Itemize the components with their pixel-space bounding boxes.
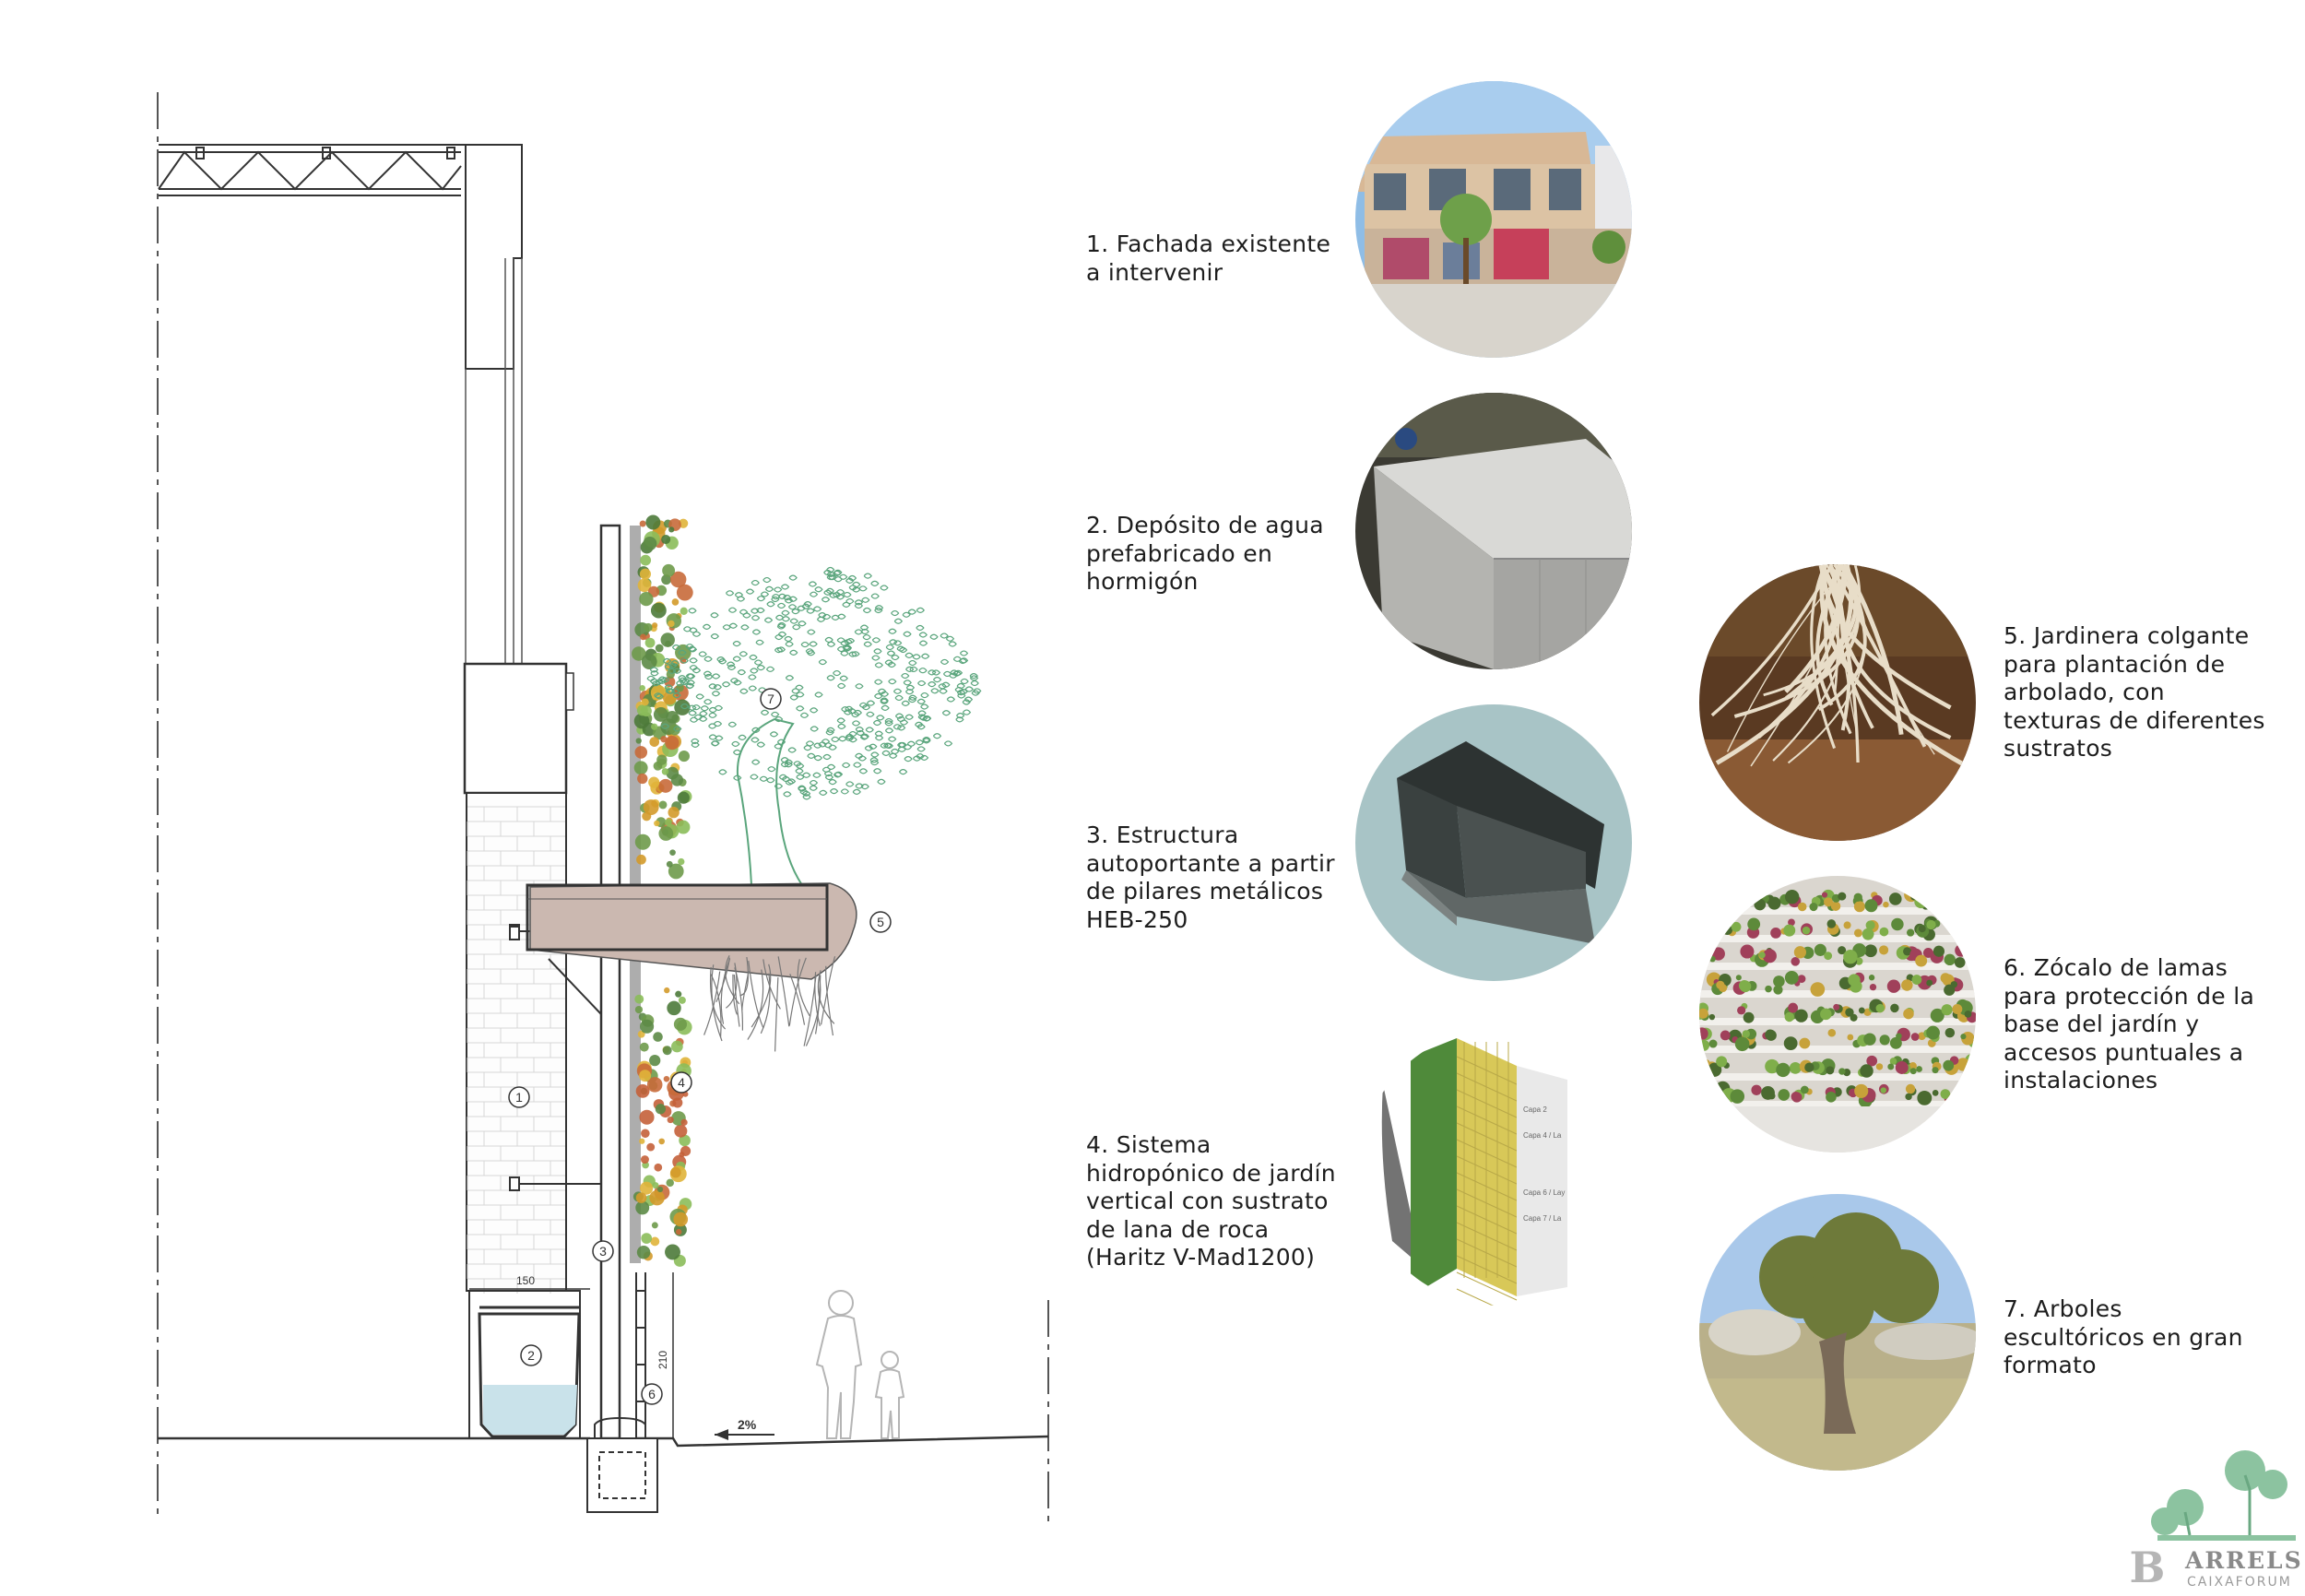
- svg-text:1: 1: [515, 1090, 523, 1105]
- legend-item-7: 7. Arboles escultóricos en gran formato: [2004, 1295, 2243, 1378]
- drain-pit: [586, 1416, 658, 1513]
- legend-item-3: 3. Estructura autoportante a partir de p…: [1086, 822, 1335, 933]
- vertical-garden: [630, 514, 693, 1267]
- callout-5: 5: [869, 911, 892, 933]
- planted-louvers-photo: [1699, 876, 1976, 1153]
- svg-text:3: 3: [599, 1244, 607, 1259]
- logo-brand: ARRELS: [2185, 1547, 2303, 1574]
- tree-illustration: [646, 566, 982, 886]
- slope-arrow: 2%: [715, 1417, 774, 1440]
- dimension-150: 150: [469, 1274, 590, 1290]
- steel-column: [599, 524, 621, 1440]
- layer-label-capa6: Capa 6 / Lay: [1523, 1188, 1565, 1197]
- svg-text:2: 2: [527, 1348, 535, 1363]
- floor-slab: [463, 662, 568, 795]
- logo-subtitle: CAIXAFORUM: [2187, 1575, 2292, 1590]
- callout-6: 6: [641, 1383, 663, 1405]
- svg-text:4: 4: [678, 1075, 685, 1090]
- brace: [548, 958, 602, 1015]
- brick-wall: [466, 792, 567, 1294]
- svg-text:150: 150: [516, 1274, 535, 1287]
- legend-item-4: 4. Sistema hidropónico de jardín vertica…: [1086, 1131, 1336, 1271]
- tree-roots-photo: [1699, 564, 1976, 841]
- legend-item-1: 1. Fachada existente a intervenir: [1086, 231, 1331, 286]
- steel-beam-photo: [1355, 704, 1632, 981]
- existing-facade-photo: [1355, 81, 1632, 358]
- human-figures: [815, 1290, 905, 1439]
- roof-truss: [158, 144, 462, 196]
- concrete-tank-photo: [1355, 393, 1632, 669]
- layer-label-capa2: Capa 2: [1523, 1105, 1547, 1114]
- hanging-planter: [509, 882, 857, 1052]
- svg-text:6: 6: [648, 1387, 656, 1401]
- dimension-210: 210: [656, 1272, 674, 1438]
- svg-text:5: 5: [877, 915, 884, 929]
- layer-label-capa4: Capa 4 / La: [1523, 1131, 1562, 1140]
- parapet: [461, 144, 523, 370]
- water-tank: [468, 1290, 581, 1439]
- logo-mark: B: [2129, 1543, 2166, 1592]
- arrels-tree-logo: [2151, 1450, 2296, 1541]
- svg-text:210: 210: [656, 1351, 669, 1369]
- callout-1: 1: [508, 1086, 530, 1108]
- callout-3: 3: [592, 1240, 614, 1262]
- legend-item-6: 6. Zócalo de lamas para protección de la…: [2004, 954, 2255, 1094]
- svg-text:2%: 2%: [738, 1417, 757, 1432]
- legend-item-5: 5. Jardinera colgante para plantación de…: [2004, 622, 2265, 762]
- olive-tree-photo: [1699, 1194, 1976, 1471]
- legend-item-2: 2. Depósito de agua prefabricado en horm…: [1086, 512, 1324, 595]
- callout-7: 7: [760, 688, 782, 710]
- slat-plinth: [635, 1272, 646, 1438]
- callout-4: 4: [670, 1071, 692, 1094]
- callout-2: 2: [520, 1344, 542, 1366]
- svg-text:7: 7: [767, 692, 774, 706]
- layer-label-capa7: Capa 7 / La: [1523, 1214, 1562, 1223]
- vertical-garden-system-photo: Capa 2 Capa 4 / La Capa 6 / Lay Capa 7 /…: [1361, 1029, 1632, 1306]
- facade-section-drawing: 150 210 2% 1 2 3 4 5 6 7: [157, 92, 1049, 1521]
